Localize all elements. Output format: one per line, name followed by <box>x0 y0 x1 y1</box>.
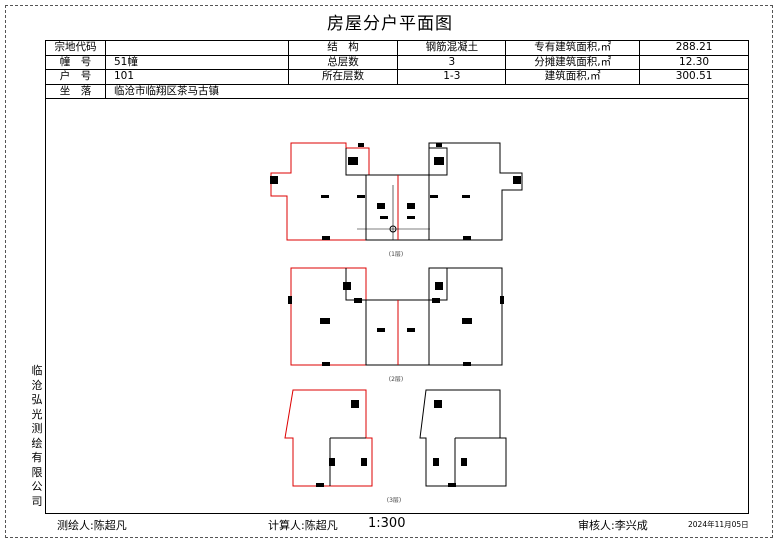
value-location: 临沧市临翔区茶马古镇 <box>104 83 750 100</box>
value-building-area: 300.51 <box>639 69 749 85</box>
reviewer-signature: 审核人:李兴成 <box>578 519 648 532</box>
label-location: 坐 落 <box>45 83 106 100</box>
surveyor-signature: 测绘人:陈超凡 <box>57 519 127 532</box>
drawing-date: 2024年11月05日 <box>688 520 749 529</box>
label-shared-area: 分摊建筑面积,㎡ <box>505 54 641 71</box>
page-dashed-border <box>5 5 773 538</box>
label-building-no: 幢 号 <box>45 54 106 71</box>
calculator-signature: 计算人:陈超凡 <box>268 519 338 532</box>
floor-2-plan <box>288 267 504 366</box>
floor-2-label: (2层) <box>389 376 404 383</box>
floor-1-label: (1层) <box>389 251 404 258</box>
floor-3-plan <box>284 389 507 487</box>
drawing-scale: 1:300 <box>368 516 406 531</box>
company-name-vertical: 临沧弘光测绘有限公司 <box>31 364 43 508</box>
info-table: 宗地代码 结 构 钢筋混凝土 专有建筑面积,㎡ 288.21 幢 号 51幢 总… <box>45 40 750 100</box>
floor-3-label: (3层) <box>387 497 402 504</box>
info-row: 坐 落 临沧市临翔区茶马古镇 <box>45 83 750 100</box>
floor-1-plan <box>270 142 523 241</box>
page-title: 房屋分户平面图 <box>327 14 453 34</box>
label-unit-no: 户 号 <box>45 69 106 85</box>
label-floor-range: 所在层数 <box>287 69 399 85</box>
label-exclusive-area: 专有建筑面积,㎡ <box>505 40 641 56</box>
